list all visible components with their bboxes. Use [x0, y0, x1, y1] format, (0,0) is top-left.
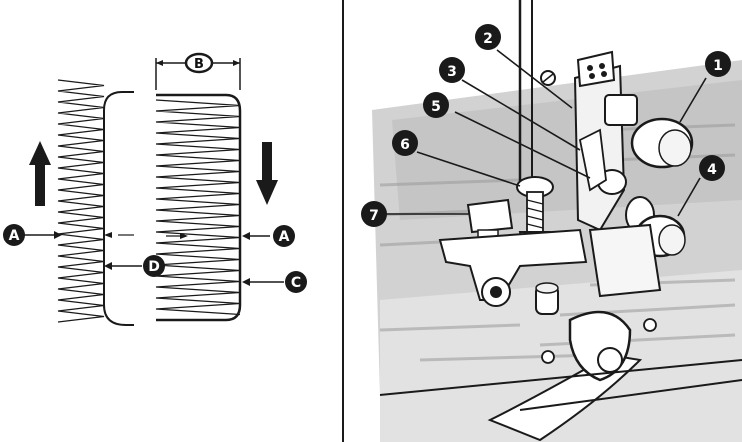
callout-5-label: 5 [431, 99, 441, 115]
label-b: B [194, 57, 204, 72]
label-b-badge [184, 52, 214, 74]
right-zigzag-stitches [155, 99, 241, 316]
callout-1-label: 1 [713, 58, 723, 74]
callout-4: 4 [699, 155, 725, 181]
callout-3-label: 3 [447, 64, 457, 80]
label-d-callout: D [104, 255, 165, 277]
callout-2: 2 [475, 24, 501, 50]
callout-7-label: 7 [369, 208, 379, 224]
left-zigzag-stitches [57, 79, 105, 323]
label-c: C [291, 275, 301, 291]
callout-4-label: 4 [707, 162, 717, 178]
left-block-outline [103, 91, 134, 326]
arrow-down-icon [256, 142, 278, 205]
callout-leaders [386, 49, 707, 217]
dimension-b: B [155, 52, 241, 90]
callout-5: 5 [423, 92, 449, 118]
label-d: D [148, 259, 160, 275]
mechanism-illustration: 1 2 3 4 5 6 7 [361, 0, 742, 442]
callout-1: 1 [705, 51, 731, 77]
arrow-up-icon [29, 141, 51, 206]
adjusting-knob-upper [604, 94, 694, 169]
callout-6-label: 6 [400, 137, 410, 153]
callout-7: 7 [361, 201, 387, 227]
stitch-diagram: B A A [3, 52, 307, 326]
right-block-outline [156, 93, 242, 322]
lower-link-mechanism [379, 310, 742, 442]
label-a-left: A [9, 228, 20, 244]
right-stitch-block [155, 93, 242, 322]
label-a-left-callout: A [3, 224, 62, 246]
callout-3: 3 [439, 57, 465, 83]
callout-6: 6 [392, 130, 418, 156]
callout-2-label: 2 [483, 31, 493, 47]
left-stitch-block [57, 79, 134, 326]
label-a-right: A [279, 229, 290, 245]
top-clamp [576, 50, 616, 88]
label-c-callout: C [242, 271, 307, 293]
label-a-right-callout: A [242, 225, 295, 247]
